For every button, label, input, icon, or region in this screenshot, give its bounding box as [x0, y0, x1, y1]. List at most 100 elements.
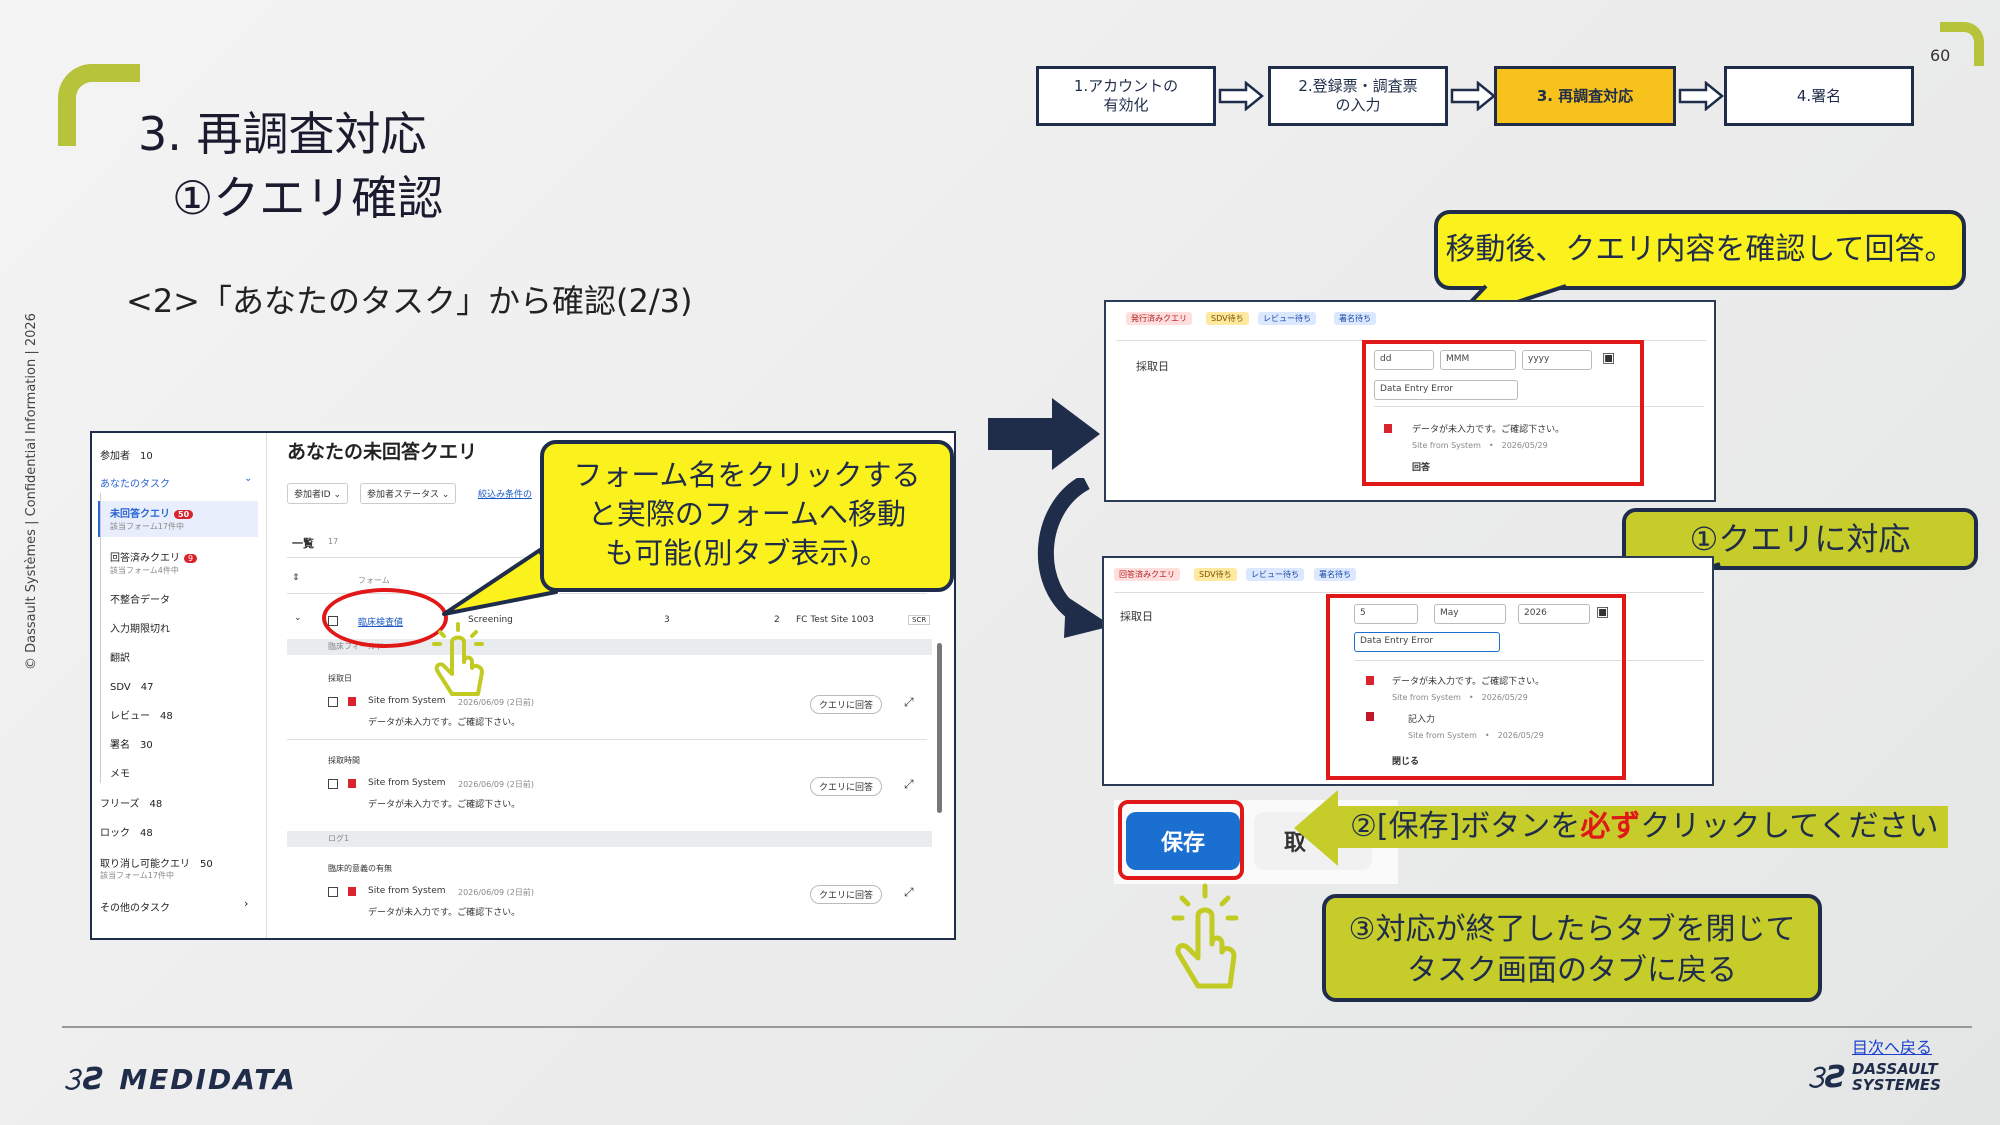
sidebar-item[interactable]: 署名 30: [110, 740, 153, 751]
month-select[interactable]: May: [1434, 604, 1506, 624]
navigate-arrow-icon: [988, 398, 1100, 470]
sidebar-item[interactable]: 不整合データ: [110, 595, 170, 606]
corner-bracket-top-left: [58, 64, 140, 146]
answer-query-button[interactable]: クエリに回答: [810, 695, 883, 714]
entry-author: Site from System: [368, 696, 446, 706]
sidebar-item[interactable]: SDV 47: [110, 682, 154, 693]
save-text-must: 必ず: [1580, 809, 1641, 844]
expand-icon[interactable]: ⤢: [904, 695, 914, 709]
close-query-link[interactable]: 閉じる: [1392, 757, 1420, 767]
save-text-post: クリックしてください: [1640, 809, 1939, 844]
answer-query-button[interactable]: クエリに回答: [810, 885, 883, 904]
expand-icon[interactable]: ⤢: [904, 777, 914, 791]
highlight-rect: [1118, 800, 1244, 880]
save-instruction-banner: ②[保存]ボタンを必ずクリックしてください: [1332, 806, 1948, 848]
calendar-icon[interactable]: ▣: [1596, 604, 1610, 620]
sidebar-cancellable[interactable]: 取り消し可能クエリ 50: [100, 859, 213, 870]
calendar-icon[interactable]: ▣: [1602, 350, 1616, 366]
sidebar-item[interactable]: メモ: [110, 769, 130, 780]
year-input[interactable]: 2026: [1518, 604, 1590, 624]
status-tag: 回答済みクエリ: [1114, 568, 1180, 581]
section-label: 臨床フィールド: [328, 642, 384, 651]
entry-field: 臨床的意義の有無: [328, 864, 392, 873]
sidebar-item[interactable]: 翻訳: [110, 653, 130, 664]
chevron-right-icon[interactable]: ›: [244, 897, 249, 910]
reply-meta: Site from System • 2026/05/29: [1408, 731, 1544, 740]
status-tag: レビュー待ち: [1258, 312, 1316, 325]
status-tag: 署名待ち: [1314, 568, 1356, 581]
entry-checkbox[interactable]: [328, 697, 338, 707]
answer-query-button[interactable]: クエリに回答: [810, 777, 883, 796]
status-tag: 署名待ち: [1334, 312, 1376, 325]
sidebar-participants[interactable]: 参加者 10: [100, 451, 153, 462]
divider: [1114, 592, 1704, 593]
entry-author: Site from System: [368, 886, 446, 896]
year-input[interactable]: yyyy: [1522, 350, 1592, 370]
unanswered-queries-title: あなたの未回答クエリ: [287, 441, 478, 463]
flag-icon: [348, 697, 356, 706]
medidata-logo: 𝟹Ƨ MEDIDATA: [62, 1062, 297, 1097]
sidebar-your-tasks[interactable]: あなたのタスク: [100, 479, 170, 490]
list-count: 17: [328, 537, 339, 546]
month-select[interactable]: MMM: [1440, 350, 1516, 370]
day-input[interactable]: 5: [1354, 604, 1418, 624]
step-1: 1.アカウントの 有効化: [1036, 66, 1216, 126]
chevron-down-icon[interactable]: ⌄: [294, 613, 302, 623]
sidebar-lock[interactable]: ロック 48: [100, 828, 153, 839]
row-count-2: 2: [774, 615, 780, 625]
row-site: FC Test Site 1003: [796, 615, 874, 625]
save-button[interactable]: 保存: [1126, 812, 1240, 870]
query-meta: Site from System • 2026/05/29: [1412, 441, 1548, 450]
chevron-down-icon[interactable]: ⌄: [244, 473, 253, 484]
callout-close-tab: ③対応が終了したらタブを閉じて タスク画面のタブに戻る: [1322, 894, 1822, 1002]
highlight-rect: [1362, 340, 1644, 486]
callout-handle-query: ①クエリに対応: [1622, 508, 1978, 570]
sidebar-freeze[interactable]: フリーズ 48: [100, 799, 163, 810]
scrollbar[interactable]: [937, 643, 942, 813]
section-band: [287, 639, 932, 655]
sort-icon[interactable]: ⇕: [292, 573, 300, 583]
step-arrow-icon: [1678, 81, 1724, 111]
sidebar-item-label: 未回答クエリ: [110, 509, 170, 520]
filter-condition-link[interactable]: 絞込み条件の: [478, 490, 533, 500]
sidebar-item-label: 回答済みクエリ: [110, 553, 180, 564]
flag-icon: [1384, 424, 1392, 433]
filter-participant-status[interactable]: 参加者ステータス ⌄: [360, 483, 457, 504]
flag-icon: [1366, 676, 1374, 685]
callout-after-move: 移動後、クエリ内容を確認して回答。: [1434, 210, 1966, 290]
dassault-logo: 𝟹Ƨ DASSAULT SYSTEMES: [1806, 1061, 1941, 1094]
hand-pointer-icon: [1171, 883, 1239, 989]
query-message: データが未入力です。ご確認下さい。: [1412, 425, 1565, 435]
unanswered-count-badge: 50: [174, 510, 194, 519]
entry-date: 2026/06/09 (2日前): [458, 888, 534, 897]
field-label: 採取日: [1136, 360, 1169, 373]
form-screenshot-before: 発行済みクエリ SDV待ち レビュー待ち 署名待ち 採取日 dd MMM yyy…: [1104, 300, 1716, 502]
sidebar-item-unanswered[interactable]: 未回答クエリ 50: [110, 505, 194, 520]
entry-date: 2026/06/09 (2日前): [458, 780, 534, 789]
medidata-wordmark: MEDIDATA: [119, 1063, 297, 1096]
entry-checkbox[interactable]: [328, 779, 338, 789]
reason-select[interactable]: Data Entry Error: [1354, 632, 1500, 652]
day-input[interactable]: dd: [1374, 350, 1434, 370]
divider: [1374, 406, 1704, 407]
sidebar-item[interactable]: レビュー 48: [110, 711, 173, 722]
query-message: データが未入力です。ご確認下さい。: [1392, 677, 1545, 687]
step-3-active: 3. 再調査対応: [1494, 66, 1676, 126]
entry-message: データが未入力です。ご確認下さい。: [368, 800, 521, 810]
row-count-1: 3: [664, 615, 670, 625]
sidebar-item-sub: 該当フォーム17件中: [110, 522, 184, 531]
reason-select[interactable]: Data Entry Error: [1374, 380, 1518, 400]
sidebar-other-tasks[interactable]: その他のタスク: [100, 903, 170, 914]
column-header-form: フォーム: [358, 576, 390, 585]
back-to-toc-link[interactable]: 目次へ戻る: [1852, 1038, 1933, 1057]
entry-checkbox[interactable]: [328, 887, 338, 897]
step-arrow-icon: [1450, 81, 1496, 111]
sidebar-item-sub: 該当フォーム4件中: [110, 566, 179, 575]
corner-bracket-top-right: [1940, 22, 1984, 66]
filter-participant-id[interactable]: 参加者ID ⌄: [287, 483, 348, 504]
entry-message: データが未入力です。ご確認下さい。: [368, 908, 521, 918]
expand-icon[interactable]: ⤢: [904, 885, 914, 899]
answer-link[interactable]: 回答: [1412, 463, 1431, 473]
sidebar-item[interactable]: 入力期限切れ: [110, 624, 170, 635]
